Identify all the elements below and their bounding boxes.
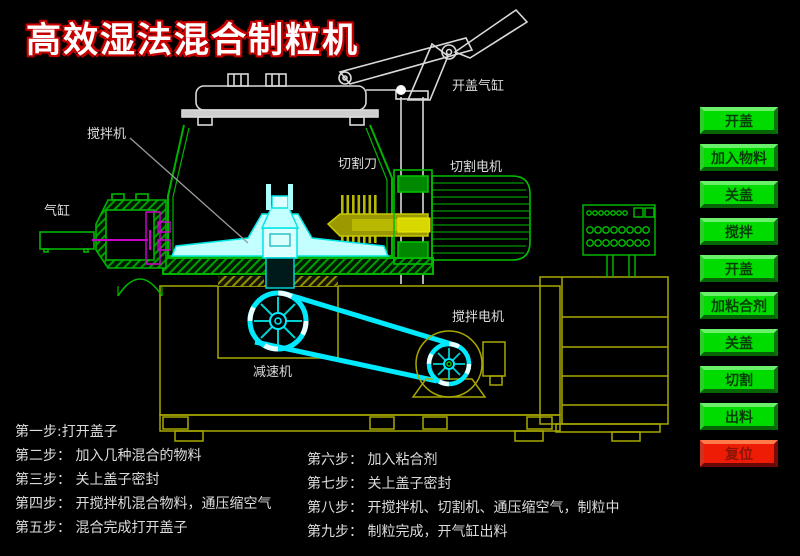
control-panel	[582, 204, 656, 277]
label-mixer: 搅拌机	[87, 127, 127, 142]
label-cutter-knife: 切割刀	[338, 157, 378, 172]
discharge-button[interactable]: 出料	[700, 403, 778, 430]
step-line: 第六步： 加入粘合剂	[307, 452, 438, 468]
lid-cylinder-arm	[338, 8, 529, 284]
mixer-motor-pulley	[411, 330, 506, 398]
mix-button[interactable]: 搅拌	[700, 218, 778, 245]
mixer-impeller	[170, 184, 390, 289]
add-binder-button[interactable]: 加粘合剂	[700, 292, 778, 319]
step-line: 第三步： 关上盖子密封	[15, 472, 160, 488]
steps-left: 第一步:打开盖子 第二步： 加入几种混合的物料 第三步： 关上盖子密封 第四步：…	[15, 420, 271, 540]
cylinder-rod	[92, 211, 171, 265]
close-lid-button[interactable]: 关盖	[700, 181, 778, 208]
step-line: 第七步： 关上盖子密封	[307, 476, 452, 492]
step-line: 第八步： 开搅拌机、切割机、通压缩空气，制粒中	[307, 500, 620, 516]
base-frame	[159, 276, 561, 442]
cut-button[interactable]: 切割	[700, 366, 778, 393]
reducer-pulley	[247, 290, 309, 352]
label-air-cylinder: 气缸	[44, 204, 71, 219]
cutter-blade	[326, 195, 431, 243]
label-cutter-motor: 切割电机	[450, 160, 503, 175]
close-lid-2-button[interactable]: 关盖	[700, 329, 778, 356]
bearing-housing	[95, 193, 167, 297]
cutter-motor	[393, 169, 531, 265]
steps-right: 第六步： 加入粘合剂 第七步： 关上盖子密封 第八步： 开搅拌机、切割机、通压缩…	[307, 448, 619, 544]
air-cylinder	[39, 231, 95, 253]
label-mixer-motor: 搅拌电机	[452, 310, 505, 325]
page-title: 高效湿法混合制粒机	[26, 21, 360, 61]
open-lid-button[interactable]: 开盖	[700, 107, 778, 134]
lid-group	[181, 73, 379, 126]
mixer-leader-line	[129, 137, 249, 244]
add-material-button[interactable]: 加入物料	[700, 144, 778, 171]
step-line: 第二步： 加入几种混合的物料	[15, 448, 202, 464]
cabinet	[539, 276, 669, 442]
label-lid-cylinder: 开盖气缸	[452, 79, 505, 94]
reset-button[interactable]: 复位	[700, 440, 778, 467]
step-line: 第五步： 混合完成打开盖子	[15, 520, 188, 536]
label-reducer: 减速机	[253, 365, 293, 380]
open-lid-2-button[interactable]: 开盖	[700, 255, 778, 282]
step-line: 第四步： 开搅拌机混合物料，通压缩空气	[15, 496, 272, 512]
step-line: 第一步:打开盖子	[15, 424, 118, 440]
step-line: 第九步： 制粒完成，开气缸出料	[307, 524, 508, 540]
